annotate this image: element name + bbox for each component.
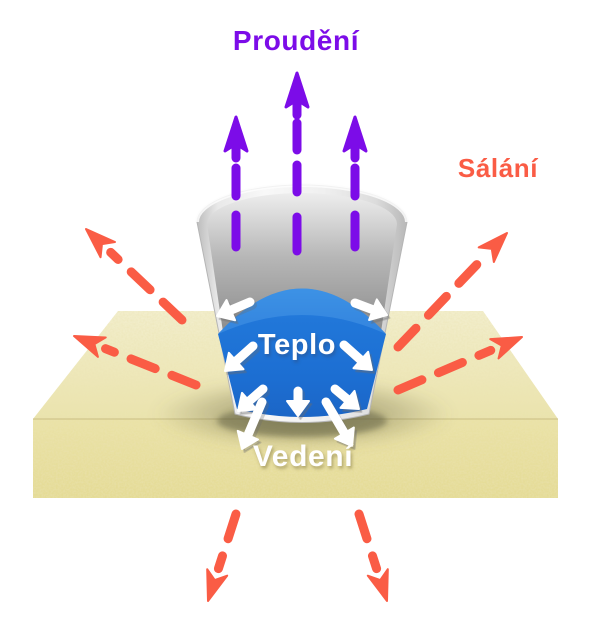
radiation-arrow-dashes <box>106 247 187 325</box>
conduction-arrow <box>216 297 255 322</box>
conduction-arrowhead <box>236 429 259 450</box>
radiation-arrow-dashes <box>101 344 201 390</box>
conduction-arrow <box>224 341 258 372</box>
conduction-arrowhead <box>368 298 388 322</box>
water <box>218 288 386 417</box>
conduction-arrow <box>286 386 310 417</box>
radiation-arrow-dashes <box>393 345 496 395</box>
radiation-arrowhead <box>206 568 229 602</box>
radiation-label: Sálání <box>457 153 539 183</box>
radiation-arrowhead <box>477 232 508 263</box>
conduction-arrow-shaft <box>321 397 350 440</box>
convection-arrows <box>223 71 368 256</box>
convection-arrow <box>223 115 249 252</box>
conduction-arrows <box>216 297 391 453</box>
convection-arrow <box>284 71 310 256</box>
conduction-arrow <box>321 397 355 447</box>
conduction-arrow <box>237 384 268 412</box>
cup-rim-highlight <box>195 183 409 223</box>
conduction-label: Vedení <box>252 440 354 473</box>
radiation-arrow-dashes <box>354 509 382 574</box>
radiation-arrows <box>73 228 523 602</box>
water-surface-sheen <box>218 288 386 334</box>
conduction-arrow <box>339 340 373 371</box>
convection-arrow <box>342 115 368 252</box>
conduction-arrow-shaft <box>350 298 380 315</box>
conduction-arrowhead <box>352 350 373 371</box>
conduction-arrowhead <box>333 426 355 447</box>
conduction-arrow-shaft <box>224 297 255 316</box>
conduction-arrow-shaft <box>230 341 258 367</box>
conduction-arrowhead <box>286 400 310 417</box>
radiation-arrow-dashes <box>393 253 489 352</box>
conduction-arrow-shaft <box>339 340 367 366</box>
radiation-arrow <box>206 509 241 602</box>
radiation-arrow <box>393 336 523 395</box>
radiation-arrowhead <box>489 336 523 360</box>
conduction-arrow <box>236 397 267 450</box>
radiation-arrowhead <box>366 568 389 602</box>
radiation-arrow <box>73 335 201 390</box>
convection-label: Proudění <box>232 25 360 56</box>
conduction-arrowhead <box>237 391 258 412</box>
radiation-arrowhead <box>85 228 116 259</box>
conduction-arrow-shaft <box>242 397 267 442</box>
radiation-arrow-dashes <box>213 509 241 574</box>
radiation-arrow <box>354 509 389 602</box>
conduction-arrowhead <box>216 299 237 322</box>
conduction-arrow <box>330 384 360 410</box>
radiation-arrow <box>393 232 508 352</box>
conduction-arrowhead <box>339 389 360 410</box>
conduction-arrowhead <box>224 351 245 372</box>
conduction-arrow-shaft <box>243 384 268 407</box>
conduction-arrow-shaft <box>330 384 354 406</box>
radiation-arrowhead <box>73 335 107 358</box>
conduction-arrow <box>350 298 388 322</box>
radiation-arrow <box>85 228 187 325</box>
heat-label: Teplo <box>257 329 337 361</box>
